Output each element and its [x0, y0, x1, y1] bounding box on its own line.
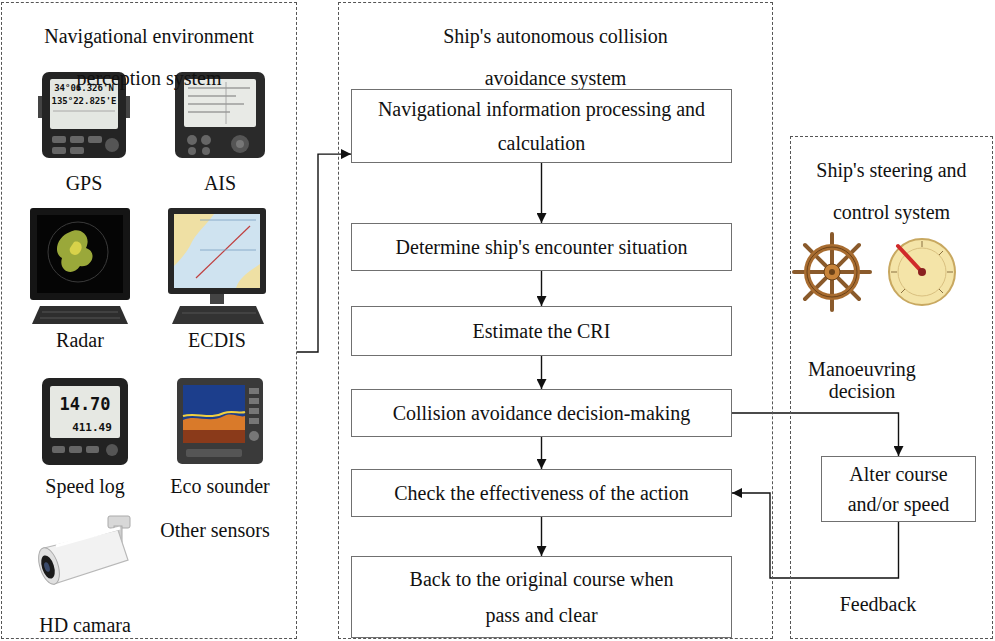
engine-telegraph-icon [889, 239, 955, 305]
system-panel: Navigational environment perception syst… [1, 2, 297, 639]
flow-arrow [541, 437, 542, 469]
device-label: AIS [204, 171, 236, 195]
process-box: Check the effectiveness of the action [351, 469, 732, 517]
device-label: Speed log [45, 474, 124, 498]
flow-arrow [541, 517, 542, 556]
screen-readout: 14.70 [59, 394, 110, 414]
flow-arrow [732, 413, 899, 456]
speed-log-icon [42, 378, 128, 465]
device-label: Eco sounder [170, 474, 269, 498]
eco-sounder-icon [177, 378, 263, 464]
process-box: Navigational information processing and … [351, 89, 732, 163]
device-label: Radar [56, 328, 104, 352]
ecdis-icon [168, 208, 266, 324]
process-box: Estimate the CRI [351, 306, 732, 356]
panel-heading: Ship's steering and control system [797, 149, 987, 233]
panel-heading: Ship's autonomous collision avoidance sy… [411, 15, 701, 99]
camera-icon [35, 516, 130, 587]
flow-arrow [541, 271, 542, 306]
device-label: Other sensors [160, 518, 269, 542]
process-box: Alter course and/or speed [821, 456, 976, 522]
box-text: Estimate the CRI [473, 314, 611, 348]
process-box: Determine ship's encounter situation [351, 223, 732, 271]
process-box: Back to the original course when pass an… [351, 556, 732, 638]
screen-readout: 34°06.326'N [54, 83, 114, 94]
steering-wheel-icon [794, 234, 870, 310]
box-text: Alter course and/or speed [830, 459, 967, 519]
flow-arrow [541, 163, 542, 223]
box-text: Check the effectiveness of the action [394, 476, 689, 510]
system-panel: Ship's autonomous collision avoidance sy… [338, 2, 773, 639]
box-text: Back to the original course when pass an… [407, 561, 677, 633]
box-text: Collision avoidance decision-making [393, 396, 691, 430]
panel-heading: Navigational environment perception syst… [9, 15, 289, 99]
process-box: Collision avoidance decision-making [351, 389, 732, 437]
screen-readout: 135°22.825'E [51, 96, 116, 107]
radar-icon [30, 208, 130, 324]
annotation: Manoeuvring decision [792, 358, 932, 402]
flow-arrow [541, 356, 542, 389]
device-label: HD camara [39, 613, 131, 637]
device-label: GPS [66, 171, 103, 195]
device-label: ECDIS [188, 328, 246, 352]
flow-arrow [297, 154, 351, 352]
screen-readout: 411.49 [72, 421, 112, 434]
annotation: Feedback [840, 592, 917, 616]
box-text: Navigational information processing and … [360, 92, 723, 160]
box-text: Determine ship's encounter situation [396, 230, 688, 264]
